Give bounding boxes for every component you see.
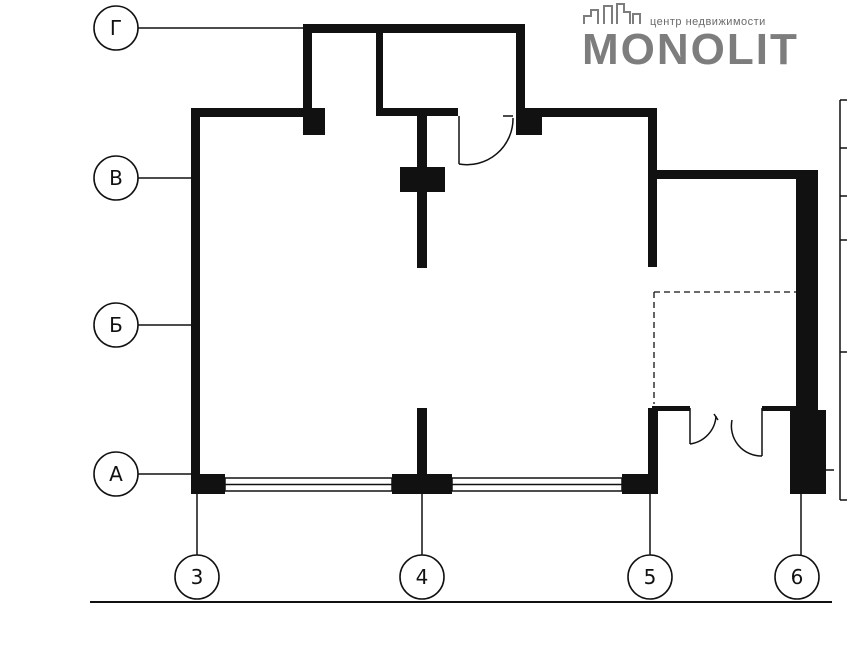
row-axis-marker-g: Г bbox=[93, 5, 139, 51]
side-table-fragment bbox=[826, 99, 847, 501]
column-axis-marker-3: 3 bbox=[174, 554, 220, 600]
row-axis-label: Г bbox=[110, 16, 122, 40]
row-axis-marker-v: В bbox=[93, 155, 139, 201]
annex-double-door bbox=[689, 408, 763, 457]
row-axis-marker-a: А bbox=[93, 451, 139, 497]
row-axis-label: А bbox=[109, 462, 123, 486]
column-axis-marker-4: 4 bbox=[399, 554, 445, 600]
row-axis-marker-b: Б bbox=[93, 302, 139, 348]
logo-tagline: центр недвижимости bbox=[650, 16, 766, 28]
column-axis-marker-5: 5 bbox=[627, 554, 673, 600]
row-axis-label: В bbox=[109, 166, 123, 190]
logo-buildings-icon bbox=[583, 3, 641, 24]
column-axis-lines bbox=[196, 492, 802, 555]
entry-door bbox=[458, 115, 514, 166]
column-axis-label: 4 bbox=[416, 565, 429, 589]
row-axis-lines bbox=[138, 27, 306, 475]
windows bbox=[224, 477, 623, 492]
column-axis-label: 3 bbox=[191, 565, 204, 589]
dashed-partition bbox=[653, 291, 796, 404]
column-axis-label: 6 bbox=[791, 565, 804, 589]
logo-name: MONOLIT bbox=[582, 25, 799, 74]
walls bbox=[191, 24, 826, 494]
column-axis-marker-6: 6 bbox=[774, 554, 820, 600]
row-axis-label: Б bbox=[109, 313, 123, 337]
logo: центр недвижимости MONOLIT bbox=[582, 3, 799, 74]
column-axis-label: 5 bbox=[644, 565, 657, 589]
